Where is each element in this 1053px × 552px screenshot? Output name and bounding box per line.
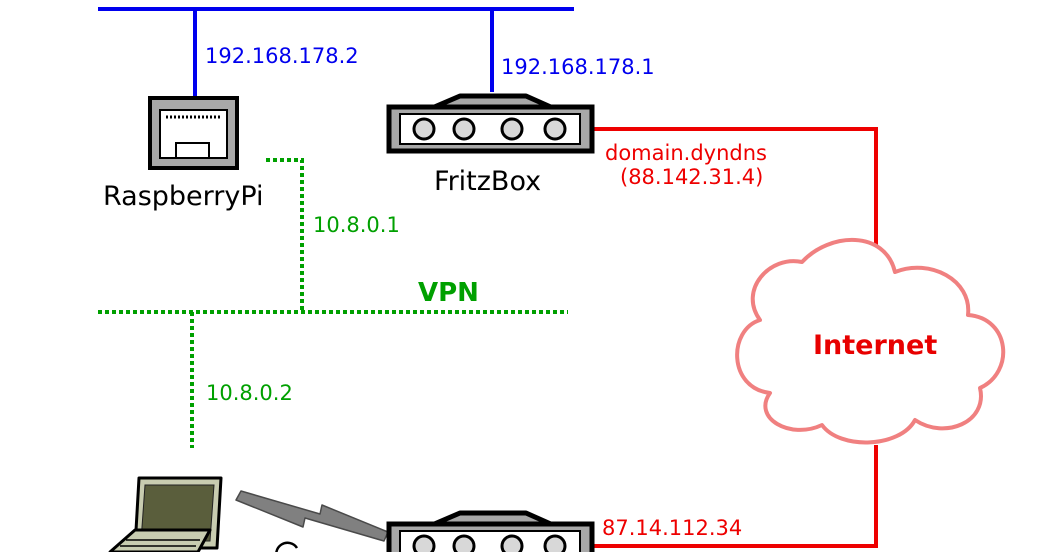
partial-glyph [275, 541, 299, 552]
lightning-bolt-icon [235, 490, 389, 542]
wan-links [594, 127, 878, 548]
fritzbox-public-ip: (88.142.31.4) [620, 165, 763, 189]
remote-public-ip: 87.14.112.34 [602, 516, 742, 540]
wan-link-fritzbox-internet [594, 127, 878, 246]
laptop-icon [108, 476, 223, 552]
lan-network [98, 7, 574, 98]
internet-label: Internet [813, 330, 937, 361]
remote-router-icon [386, 510, 595, 552]
vpn-link-raspberry [266, 158, 304, 312]
vpn-client-ip: 10.8.0.2 [206, 381, 293, 405]
raspberry-lan-ip: 192.168.178.2 [205, 44, 359, 68]
fritzbox-router-icon [386, 93, 595, 154]
vpn-network [98, 158, 568, 448]
fritzbox-label: FritzBox [434, 166, 541, 197]
fritzbox-lan-ip: 192.168.178.1 [501, 55, 655, 79]
raspberry-pi-label: RaspberryPi [103, 181, 264, 212]
raspberry-pi-icon [148, 96, 239, 170]
vpn-server-ip: 10.8.0.1 [313, 213, 400, 237]
internet-cloud-icon [735, 238, 1006, 445]
wan-link-internet-remote [594, 445, 878, 548]
fritzbox-domain: domain.dyndns [605, 141, 767, 165]
vpn-title: VPN [418, 278, 479, 308]
